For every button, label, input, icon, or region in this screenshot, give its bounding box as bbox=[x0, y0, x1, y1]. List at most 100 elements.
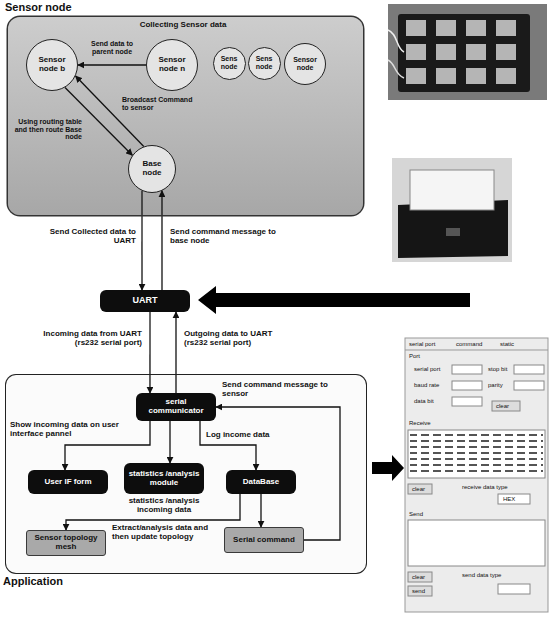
dropdown bbox=[498, 584, 530, 594]
input-field bbox=[514, 365, 544, 374]
node-text: Serial command bbox=[233, 536, 295, 545]
node-text: serial communicator bbox=[140, 398, 212, 416]
input-field bbox=[514, 381, 544, 390]
text-holder: command bbox=[456, 341, 482, 348]
connector bbox=[200, 421, 256, 470]
text-holder: parity bbox=[488, 382, 503, 389]
text-holder: baud rate bbox=[414, 382, 439, 389]
sensor-circle: Sensor node bbox=[284, 43, 326, 85]
sensor-module bbox=[466, 44, 486, 60]
ui-button: send bbox=[412, 588, 425, 595]
button bbox=[492, 401, 520, 411]
edge-label: Incoming data from UART (rs232 serial po… bbox=[30, 330, 142, 348]
photo-background bbox=[388, 4, 547, 100]
pointer-arrow bbox=[198, 286, 470, 314]
process-box: statistics /analysis module bbox=[124, 463, 204, 494]
edge-label: Show incoming data on user interface pan… bbox=[10, 421, 132, 439]
edge-label: Broadcast Command to sensor bbox=[122, 96, 194, 111]
input-field bbox=[452, 365, 482, 374]
sensor-module bbox=[436, 68, 456, 84]
edge-label: Send command message to base node bbox=[170, 228, 282, 246]
base-circle: Base node bbox=[128, 145, 176, 193]
node-text: Base node bbox=[134, 160, 170, 178]
edge-label: Extract/analysis data and then update to… bbox=[112, 524, 218, 542]
connector bbox=[169, 421, 170, 463]
text-holder: Using routing table and then route Base … bbox=[10, 118, 82, 141]
ui-group: Receive bbox=[409, 420, 431, 427]
text-holder: Extract/analysis data and then update to… bbox=[112, 524, 218, 542]
dropdown bbox=[498, 494, 530, 504]
region-fill bbox=[6, 375, 366, 573]
sensor-circle: Sensor node b bbox=[26, 39, 78, 91]
text-holder: receive data type bbox=[462, 484, 508, 491]
node-text: Sensor node b bbox=[33, 56, 71, 74]
ui-button: clear bbox=[412, 486, 425, 493]
cable bbox=[388, 60, 404, 78]
connector bbox=[141, 191, 142, 290]
node-text: Sensor node n bbox=[153, 56, 191, 74]
process-box: serial communicator bbox=[136, 393, 216, 421]
node-text: Sensor node bbox=[289, 56, 320, 71]
ui-field: send data type bbox=[462, 572, 501, 579]
node-text: UART bbox=[133, 296, 158, 306]
ui-field: data bit bbox=[414, 398, 434, 405]
input-field bbox=[452, 397, 482, 406]
ui-field: serial port bbox=[414, 366, 440, 373]
ui-field: parity bbox=[488, 382, 503, 389]
sensor-module bbox=[436, 44, 456, 60]
interface-box: UART bbox=[100, 290, 190, 312]
node-text: statistics /analysis module bbox=[128, 470, 200, 488]
region-fill bbox=[8, 17, 363, 215]
text-holder: send bbox=[412, 588, 425, 595]
cable bbox=[388, 30, 404, 52]
text-holder: Incoming data from UART (rs232 serial po… bbox=[30, 330, 142, 348]
text-holder: Sensor node bbox=[5, 1, 145, 13]
node-text: User IF form bbox=[44, 478, 91, 487]
edge-label: Send Collected data to UART bbox=[44, 228, 136, 246]
module-note: statistics /analysis incoming data bbox=[124, 497, 204, 515]
pointer-arrow bbox=[372, 455, 404, 481]
text-holder: data bit bbox=[414, 398, 434, 405]
ui-tab: static bbox=[500, 341, 514, 348]
text-holder: clear bbox=[496, 403, 509, 410]
connector bbox=[76, 76, 144, 146]
text-holder: Broadcast Command to sensor bbox=[122, 96, 194, 111]
edge-label: Log income data bbox=[206, 431, 298, 440]
sensor-module bbox=[406, 44, 426, 60]
connector bbox=[78, 64, 146, 65]
sensor-circle: Sensor node n bbox=[146, 39, 198, 91]
sensor-module bbox=[496, 20, 516, 36]
edge-label: Send command message to sensor bbox=[222, 381, 334, 399]
text-holder: clear bbox=[412, 486, 425, 493]
node-text: DataBase bbox=[243, 478, 279, 487]
sensor-module bbox=[406, 20, 426, 36]
node-text: Sensor topology mesh bbox=[30, 534, 102, 552]
sensor-board bbox=[398, 14, 530, 92]
ui-group: Port bbox=[409, 353, 420, 360]
ui-tab: command bbox=[456, 341, 482, 348]
connector bbox=[149, 312, 150, 393]
text-holder: HEX bbox=[503, 496, 515, 503]
button bbox=[408, 484, 432, 494]
text-holder: Send Collected data to UART bbox=[44, 228, 136, 246]
text-holder: static bbox=[500, 341, 514, 348]
text-holder: Receive bbox=[409, 420, 431, 427]
sensor-module bbox=[466, 20, 486, 36]
network-region: Sensor node Collecting Sensor dataSensor … bbox=[8, 17, 363, 215]
region-heading: Sensor node bbox=[5, 1, 145, 13]
hex-data bbox=[410, 432, 543, 476]
photo-background bbox=[392, 158, 512, 262]
ui-tab: serial port bbox=[409, 341, 435, 348]
ui-field: stop bit bbox=[488, 366, 507, 373]
button bbox=[408, 572, 432, 582]
text-holder: Application bbox=[3, 575, 143, 587]
text-holder: Collecting Sensor data bbox=[108, 21, 258, 30]
process-box: User IF form bbox=[28, 470, 108, 494]
edge-label: Send data to parent node bbox=[80, 40, 144, 55]
text-holder: serial port bbox=[414, 366, 440, 373]
ui-group: Send bbox=[409, 511, 423, 518]
node-text: Sens node bbox=[252, 55, 276, 70]
text-holder: Show incoming data on user interface pan… bbox=[10, 421, 132, 439]
connector bbox=[175, 312, 176, 393]
